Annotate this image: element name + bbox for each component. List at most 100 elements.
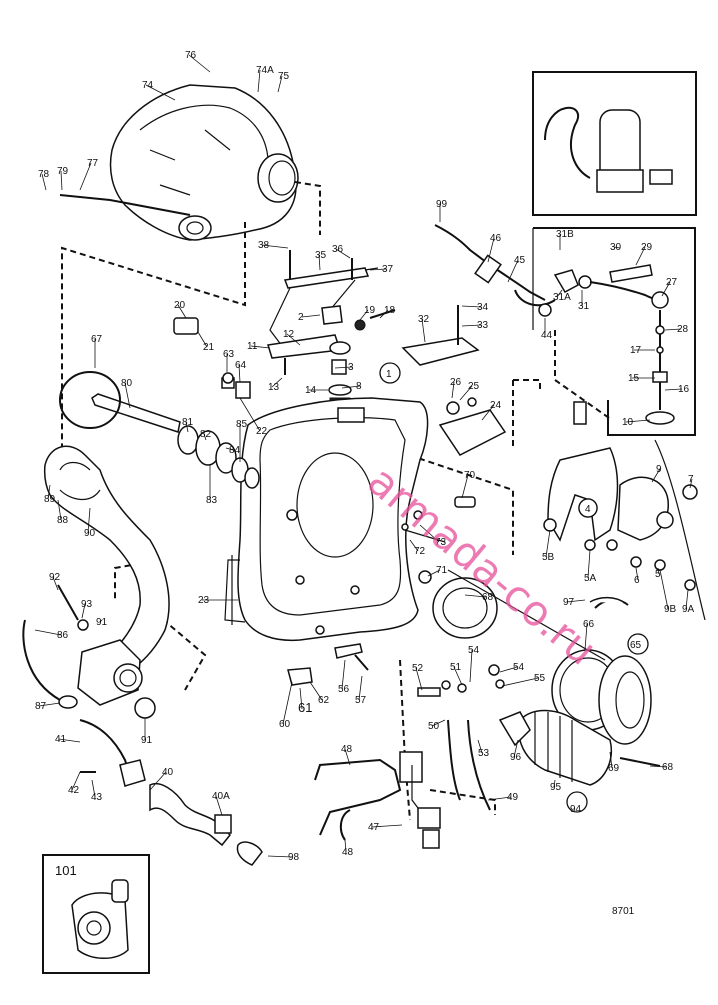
leader-line [257,69,261,93]
leader-line [481,404,495,421]
part-label: 54 [513,662,525,673]
hose-assembly [22,445,170,719]
part-label: 68 [662,762,674,773]
part-label: 11 [247,341,258,352]
part-label: 32 [418,314,430,325]
leader-lines [34,54,693,858]
leader-line [464,594,487,598]
leader-line [58,738,81,743]
part-label: 55 [534,673,546,684]
leader-line [451,381,455,399]
part-label: 10 [622,417,634,428]
part-label: 27 [666,277,678,288]
part-label: 73 [435,537,447,548]
leader-line [60,170,63,191]
part-label: 92 [49,572,61,583]
part-label: 33 [477,320,489,331]
leader-line [487,796,512,801]
leader-line [649,765,667,768]
part-label: 53 [478,748,490,759]
leader-line [613,246,621,249]
leader-line [344,748,351,766]
part-label: 31A [553,292,571,303]
part-label: 8 [356,381,362,392]
part-label: 95 [550,782,562,793]
part-label: 81 [182,417,194,428]
leader-line [501,677,539,687]
part-label: 21 [203,342,215,353]
leader-line [358,675,363,701]
leader-line [461,324,482,327]
part-label: 30 [610,242,622,253]
leader-line [459,385,473,401]
part-label: 63 [223,349,235,360]
intermediate-housing [224,397,429,642]
part-label: 98 [288,852,300,863]
part-label: 64 [235,360,247,371]
part-label: 38 [258,240,270,251]
part-label: 5B [542,552,555,563]
leader-line [185,421,189,433]
part-label: 37 [382,264,394,275]
part-label: 4 [585,504,591,515]
leader-line [341,385,361,389]
leader-line [635,246,646,266]
leader-line [664,328,682,331]
leader-line [513,739,519,758]
part-label: 48 [342,847,354,858]
leader-line [79,162,92,191]
leader-line [239,397,261,432]
part-label: 51 [450,662,462,673]
part-label: 91 [96,617,108,628]
part-label: 96 [510,752,522,763]
leader-line [379,309,389,319]
part-label: 94 [570,804,582,815]
leader-line [685,589,689,610]
part-label: 85 [236,419,248,430]
part-label: 57 [355,695,367,706]
small-fittings [222,372,626,686]
part-label: 90 [84,528,96,539]
part-label: 67 [91,334,103,345]
part-label: 93 [81,599,93,610]
part-label: 9A [682,604,695,615]
leader-line [419,524,440,543]
leader-line [659,569,669,610]
inset-box-sensor [514,227,696,436]
leader-line [71,771,81,791]
leader-line [47,484,51,500]
leader-line [661,281,671,297]
part-label: 74 [142,80,154,91]
part-label: 31B [556,229,574,240]
inset-box-101 [42,854,150,974]
part-label: 17 [630,345,642,356]
part-label: 75 [278,71,290,82]
leader-line [271,377,283,388]
part-label: 91 [141,735,153,746]
leader-line [566,599,586,603]
part-label: 61 [298,700,312,715]
part-label: 36 [332,244,344,255]
leader-line [369,268,387,271]
part-label: 70 [464,470,476,481]
part-label: 7 [688,474,694,485]
part-label: 89 [44,494,56,505]
leader-line [431,719,446,727]
part-label: 35 [315,250,327,261]
part-label: 72 [414,546,426,557]
leader-line [409,539,419,552]
leader-line [38,702,61,707]
leader-line [487,237,495,263]
leader-line [177,304,187,319]
part-label: 40A [212,791,230,802]
leader-line [238,364,241,383]
leader-line [341,659,346,690]
part-label: 23 [198,595,210,606]
shaft-bearings [59,371,260,489]
part-label: 34 [477,302,489,313]
part-label: 88 [57,515,69,526]
leader-line [553,779,556,788]
leader-line [34,629,62,636]
leader-line [215,795,223,816]
